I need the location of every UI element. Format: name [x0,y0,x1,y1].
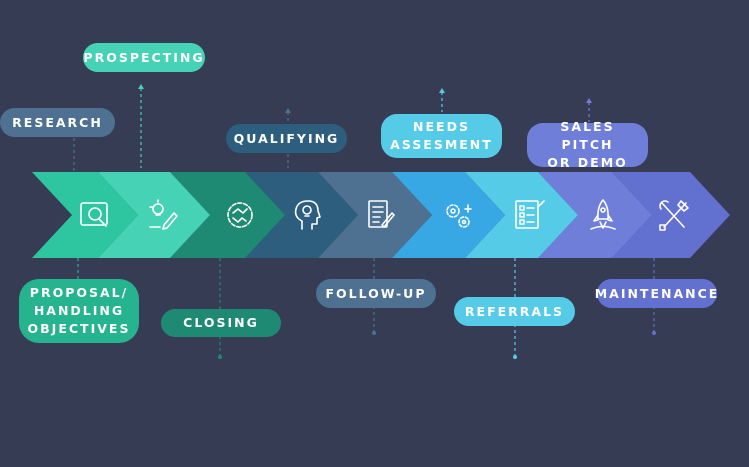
checklist-icon [515,200,545,229]
handshake-gear-icon [227,202,253,228]
chevron-7 [465,172,578,258]
dot-followup [372,331,376,335]
chevron-4 [245,172,358,258]
arrowhead-needs [439,88,445,93]
rocket-icon [590,199,616,230]
label-prospecting: PROSPECTING [83,43,205,72]
chevron-1 [32,172,138,258]
dot-closing [218,355,222,359]
chevron-2 [98,172,210,258]
chevron-6 [392,172,505,258]
label-needs-assesment: NEEDS ASSESMENT [381,114,502,158]
label-follow-up: FOLLOW-UP [316,279,436,308]
dot-referrals [513,355,517,359]
tools-icon [659,200,689,231]
arrowhead-prospecting [138,84,144,89]
label-qualifying: QUALIFYING [226,124,347,153]
document-pen-icon [368,200,395,228]
arrowhead-qualifying [285,108,291,113]
chevron-5 [318,172,432,258]
label-research: RESEARCH [0,108,115,137]
label-sales-pitch: SALES PITCH OR DEMO [527,119,648,170]
chevron-9 [612,172,730,258]
dot-maintenance [652,331,656,335]
label-maintenance: MAINTENANCE [595,279,717,308]
arrowhead-sales [586,98,592,103]
label-proposal: PROPOSAL/ HANDLING OBJECTIVES [19,279,139,343]
head-lightbulb-icon [294,200,321,230]
label-referrals: REFERRALS [454,297,575,326]
label-closing: CLOSING [161,309,281,337]
lightbulb-pencil-icon [149,199,178,230]
magnifier-icon [80,202,108,227]
gears-icon [446,204,472,228]
chevron-8 [538,172,652,258]
